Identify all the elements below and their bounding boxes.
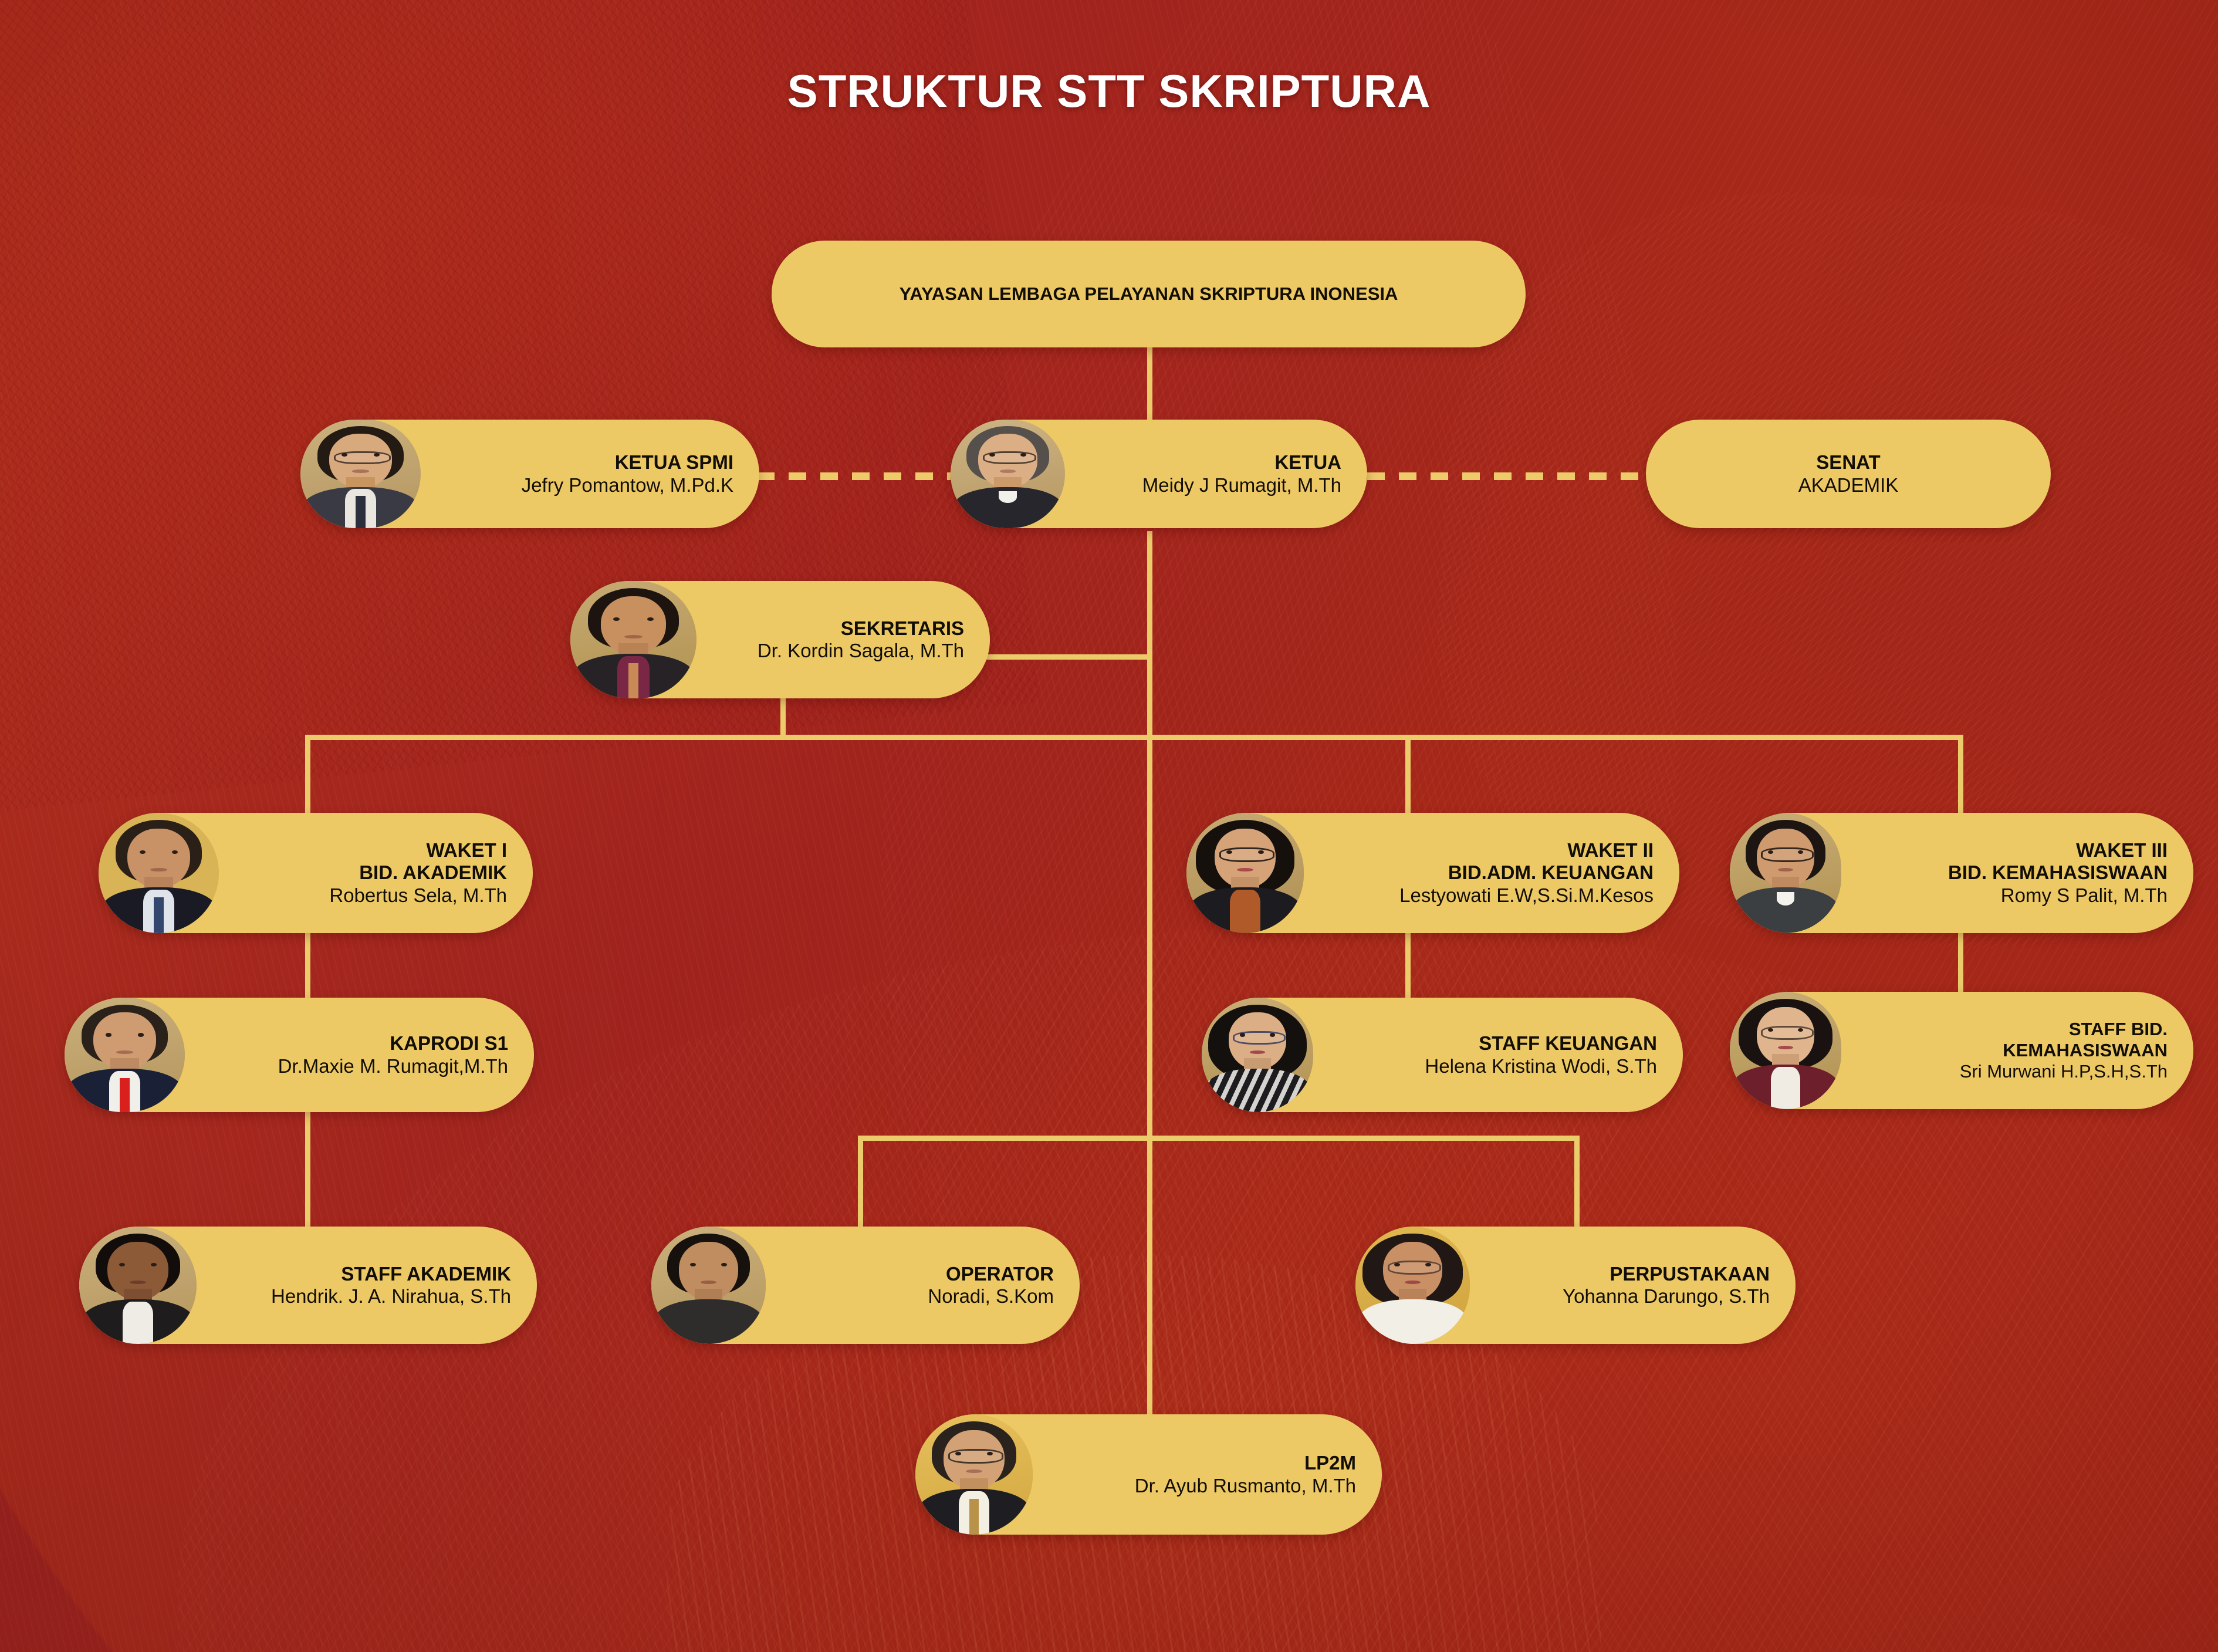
connector-waket2-to-staff-keuangan [1405, 933, 1411, 1039]
node-waket-2-text: WAKET II BID.ADM. KEUANGAN Lestyowati E.… [1304, 839, 1679, 907]
avatar-ayub-rusmanto [915, 1414, 1033, 1535]
node-waket-2-division: BID.ADM. KEUANGAN [1448, 862, 1654, 884]
node-senat-name: AKADEMIK [1798, 474, 1899, 496]
node-perpustakaan-role: PERPUSTAKAAN [1610, 1262, 1770, 1285]
node-staff-akademik-name: Hendrik. J. A. Nirahua, S.Th [271, 1285, 511, 1307]
node-waket-2[interactable]: WAKET II BID.ADM. KEUANGAN Lestyowati E.… [1186, 813, 1679, 933]
node-lp2m-text: LP2M Dr. Ayub Rusmanto, M.Th [1033, 1452, 1382, 1497]
node-operator[interactable]: OPERATOR Noradi, S.Kom [651, 1227, 1080, 1344]
node-staff-kemahasiswaan-role2: KEMAHASISWAAN [2003, 1040, 2168, 1061]
node-waket-3-name: Romy S Palit, M.Th [2000, 884, 2168, 906]
node-perpustakaan-text: PERPUSTAKAAN Yohanna Darungo, S.Th [1470, 1263, 1796, 1308]
node-sekretaris-role: SEKRETARIS [840, 617, 964, 639]
node-waket-3-role: WAKET III [2076, 839, 2168, 862]
node-waket-3-text: WAKET III BID. KEMAHASISWAAN Romy S Pali… [1841, 839, 2193, 907]
node-yayasan-role: YAYASAN LEMBAGA PELAYANAN SKRIPTURA INON… [899, 283, 1398, 305]
connector-bus-to-waket3 [1958, 735, 1963, 852]
connector-trunk-to-lp2m [1147, 1136, 1152, 1423]
node-waket-1-name: Robertus Sela, M.Th [329, 884, 507, 906]
node-perpustakaan-name: Yohanna Darungo, S.Th [1563, 1285, 1770, 1307]
node-waket-1-division: BID. AKADEMIK [359, 862, 507, 884]
node-lp2m-role: LP2M [1304, 1452, 1356, 1474]
node-waket-3[interactable]: WAKET III BID. KEMAHASISWAAN Romy S Pali… [1730, 813, 2193, 933]
avatar-yohanna-darungo [1355, 1227, 1470, 1344]
connector-ketua-down [1147, 531, 1152, 737]
node-senat[interactable]: SENAT AKADEMIK [1646, 420, 2051, 528]
connector-waket3-to-staff-kemahasiswaan [1958, 933, 1963, 1039]
avatar-hendrik-nirahua [79, 1227, 197, 1344]
node-staff-keuangan[interactable]: STAFF KEUANGAN Helena Kristina Wodi, S.T… [1202, 998, 1683, 1112]
connector-kaprodi-to-staff-akademik [305, 1112, 310, 1229]
connector-bus-to-operator [858, 1136, 863, 1235]
connector-bus-to-perpustakaan [1574, 1136, 1580, 1235]
node-sekretaris-text: SEKRETARIS Dr. Kordin Sagala, M.Th [696, 617, 990, 663]
connector-waket1-to-kaprodi [305, 933, 310, 1039]
node-staff-kemahasiswaan-role: STAFF BID. [2068, 1019, 2168, 1040]
node-staff-akademik[interactable]: STAFF AKADEMIK Hendrik. J. A. Nirahua, S… [79, 1227, 537, 1344]
node-waket-2-name: Lestyowati E.W,S.Si.M.Kesos [1399, 884, 1654, 906]
node-kaprodi-s1-name: Dr.Maxie M. Rumagit,M.Th [278, 1055, 508, 1077]
node-sekretaris[interactable]: SEKRETARIS Dr. Kordin Sagala, M.Th [570, 581, 990, 698]
node-perpustakaan[interactable]: PERPUSTAKAAN Yohanna Darungo, S.Th [1355, 1227, 1796, 1344]
node-yayasan-text: YAYASAN LEMBAGA PELAYANAN SKRIPTURA INON… [772, 283, 1526, 305]
avatar-helena-wodi [1202, 998, 1313, 1112]
node-staff-kemahasiswaan-name: Sri Murwani H.P,S.H,S.Th [1959, 1060, 2168, 1082]
node-ketua-text: KETUA Meidy J Rumagit, M.Th [1065, 451, 1367, 496]
avatar-lestyowati [1186, 813, 1304, 933]
connector-lower-bus [858, 1136, 1580, 1141]
node-waket-3-division: BID. KEMAHASISWAAN [1947, 862, 2168, 884]
node-kaprodi-s1-role: KAPRODI S1 [390, 1032, 508, 1055]
node-staff-keuangan-name: Helena Kristina Wodi, S.Th [1425, 1055, 1657, 1077]
node-ketua-spmi-role: KETUA SPMI [614, 451, 733, 474]
node-kaprodi-s1[interactable]: KAPRODI S1 Dr.Maxie M. Rumagit,M.Th [65, 998, 534, 1112]
node-yayasan[interactable]: YAYASAN LEMBAGA PELAYANAN SKRIPTURA INON… [772, 241, 1526, 347]
node-operator-name: Noradi, S.Kom [928, 1285, 1054, 1307]
avatar-maxie-rumagit [65, 998, 185, 1112]
avatar-meidy-rumagit [951, 420, 1065, 528]
node-staff-keuangan-role: STAFF KEUANGAN [1479, 1032, 1657, 1055]
node-sekretaris-name: Dr. Kordin Sagala, M.Th [757, 640, 964, 661]
page-title: STRUKTUR STT SKRIPTURA [787, 65, 1431, 117]
node-senat-role: SENAT [1816, 451, 1881, 474]
connector-waket-bus [305, 735, 1963, 740]
avatar-robertus-sela [99, 813, 219, 933]
node-operator-text: OPERATOR Noradi, S.Kom [766, 1263, 1080, 1308]
node-staff-kemahasiswaan-text: STAFF BID. KEMAHASISWAAN Sri Murwani H.P… [1841, 1019, 2193, 1082]
node-ketua-spmi[interactable]: KETUA SPMI Jefry Pomantow, M.Pd.K [300, 420, 759, 528]
avatar-sri-murwani [1730, 992, 1841, 1109]
node-waket-2-role: WAKET II [1567, 839, 1654, 862]
node-ketua-spmi-name: Jefry Pomantow, M.Pd.K [521, 474, 733, 496]
node-staff-kemahasiswaan[interactable]: STAFF BID. KEMAHASISWAAN Sri Murwani H.P… [1730, 992, 2193, 1109]
node-staff-keuangan-text: STAFF KEUANGAN Helena Kristina Wodi, S.T… [1313, 1032, 1683, 1077]
connector-yayasan-to-ketua [1147, 346, 1152, 428]
node-waket-1-role: WAKET I [426, 839, 508, 862]
node-staff-akademik-text: STAFF AKADEMIK Hendrik. J. A. Nirahua, S… [197, 1263, 537, 1308]
node-staff-akademik-role: STAFF AKADEMIK [341, 1262, 511, 1285]
node-waket-1-text: WAKET I BID. AKADEMIK Robertus Sela, M.T… [219, 839, 533, 907]
node-senat-text: SENAT AKADEMIK [1646, 451, 2051, 496]
node-ketua[interactable]: KETUA Meidy J Rumagit, M.Th [951, 420, 1367, 528]
node-ketua-name: Meidy J Rumagit, M.Th [1142, 474, 1341, 496]
avatar-noradi [651, 1227, 766, 1344]
connector-center-trunk [1147, 735, 1152, 1140]
node-ketua-role: KETUA [1274, 451, 1341, 474]
avatar-jefry-pomantow [300, 420, 421, 528]
node-waket-1[interactable]: WAKET I BID. AKADEMIK Robertus Sela, M.T… [99, 813, 533, 933]
node-kaprodi-s1-text: KAPRODI S1 Dr.Maxie M. Rumagit,M.Th [185, 1032, 534, 1077]
avatar-romy-palit [1730, 813, 1841, 933]
avatar-kordin-sagala [570, 581, 696, 698]
node-ketua-spmi-text: KETUA SPMI Jefry Pomantow, M.Pd.K [421, 451, 759, 496]
node-lp2m-name: Dr. Ayub Rusmanto, M.Th [1134, 1474, 1356, 1496]
node-lp2m[interactable]: LP2M Dr. Ayub Rusmanto, M.Th [915, 1414, 1382, 1535]
connector-bus-to-waket2 [1405, 735, 1411, 852]
connector-dashed-spmi [757, 472, 951, 480]
node-operator-role: OPERATOR [946, 1262, 1054, 1285]
connector-dashed-senat [1367, 472, 1649, 480]
connector-bus-to-waket1 [305, 735, 310, 852]
